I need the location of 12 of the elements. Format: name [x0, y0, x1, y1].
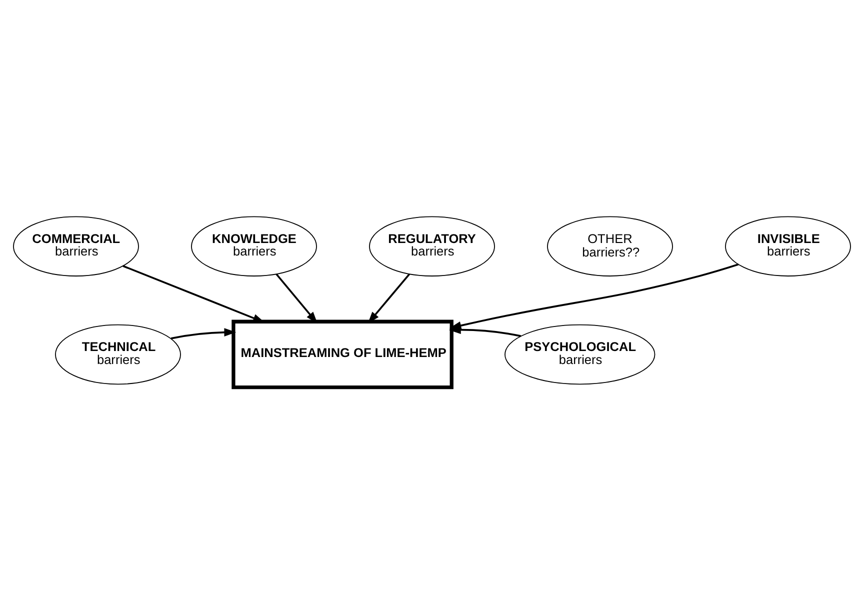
- node-ellipse: REGULATORY barriers: [369, 216, 495, 276]
- node-ellipse: TECHNICAL barriers: [55, 324, 181, 385]
- arrow: [170, 328, 236, 340]
- node-ellipse: PSYCHOLOGICAL barriers: [504, 324, 656, 385]
- node-ellipse: KNOWLEDGE barriers: [191, 216, 317, 276]
- node-box: MAINSTREAMING OF LIME-HEMP: [232, 320, 454, 390]
- node-ellipse: OTHER barriers??: [547, 216, 673, 276]
- node-ellipse: INVISIBLE barriers: [725, 216, 851, 276]
- arrow: [276, 273, 318, 324]
- arrow: [122, 265, 265, 323]
- node-ellipse: COMMERCIAL barriers: [13, 216, 139, 276]
- arrow: [449, 264, 739, 330]
